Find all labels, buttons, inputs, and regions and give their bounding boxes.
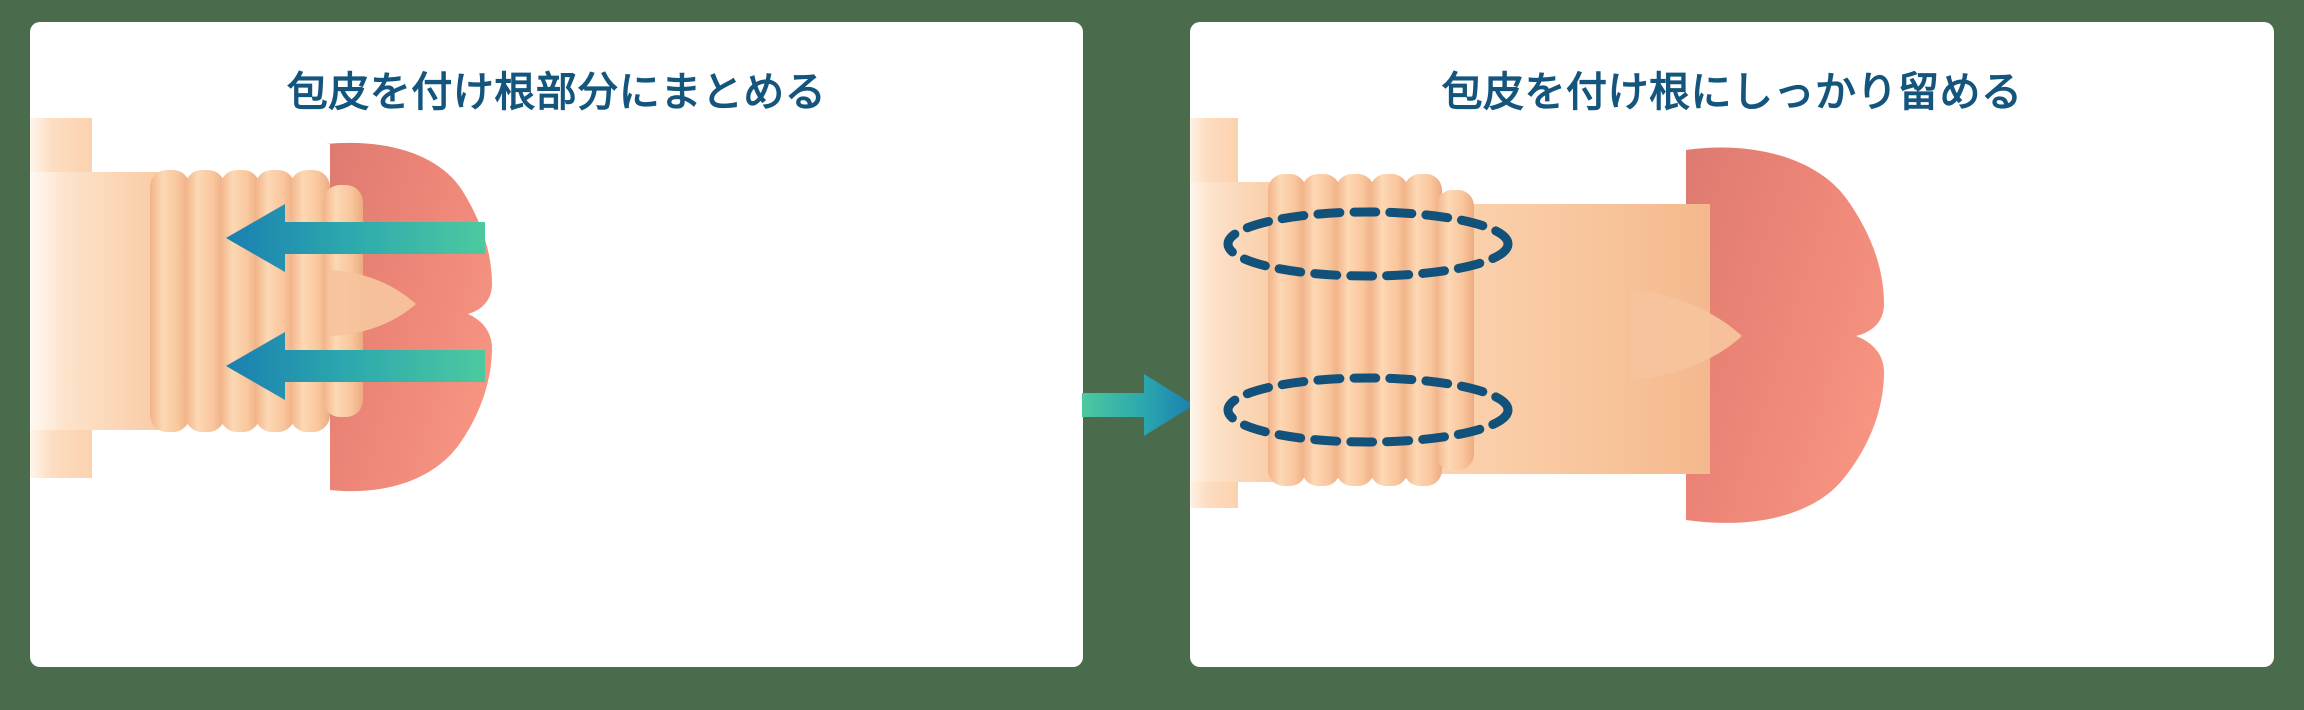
foreskin-folds [1268,174,1474,486]
step-transition-arrow [1082,374,1194,436]
fold-3 [1336,174,1374,486]
shaft-body [30,172,170,430]
fold-2 [1302,174,1340,486]
fold-3 [220,170,260,432]
panel-after: 包皮を付け根にしっかり留める [1190,22,2274,667]
frenulum-notch [1630,290,1742,380]
fold-1 [1268,174,1306,486]
panel-before-title: 包皮を付け根部分にまとめる [286,69,827,115]
retention-ring-lower [1223,373,1513,447]
fold-6 [1436,190,1474,470]
fold-4 [1370,174,1408,486]
retention-ring-upper [1223,207,1513,281]
foreskin-secured-at-base-illustration [1190,118,1884,523]
fold-2 [185,170,225,432]
panel-before: 包皮を付け根部分にまとめる [30,22,1083,667]
pull-back-arrow-lower [226,332,485,400]
pull-back-arrow-upper [226,204,485,272]
foreskin-gathered-at-base-illustration [30,118,492,492]
frenulum-notch [330,270,416,336]
fold-5 [1404,174,1442,486]
panel-after-title: 包皮を付け根にしっかり留める [1441,69,2023,115]
glans-shape [1686,147,1884,523]
fold-1 [150,170,190,432]
